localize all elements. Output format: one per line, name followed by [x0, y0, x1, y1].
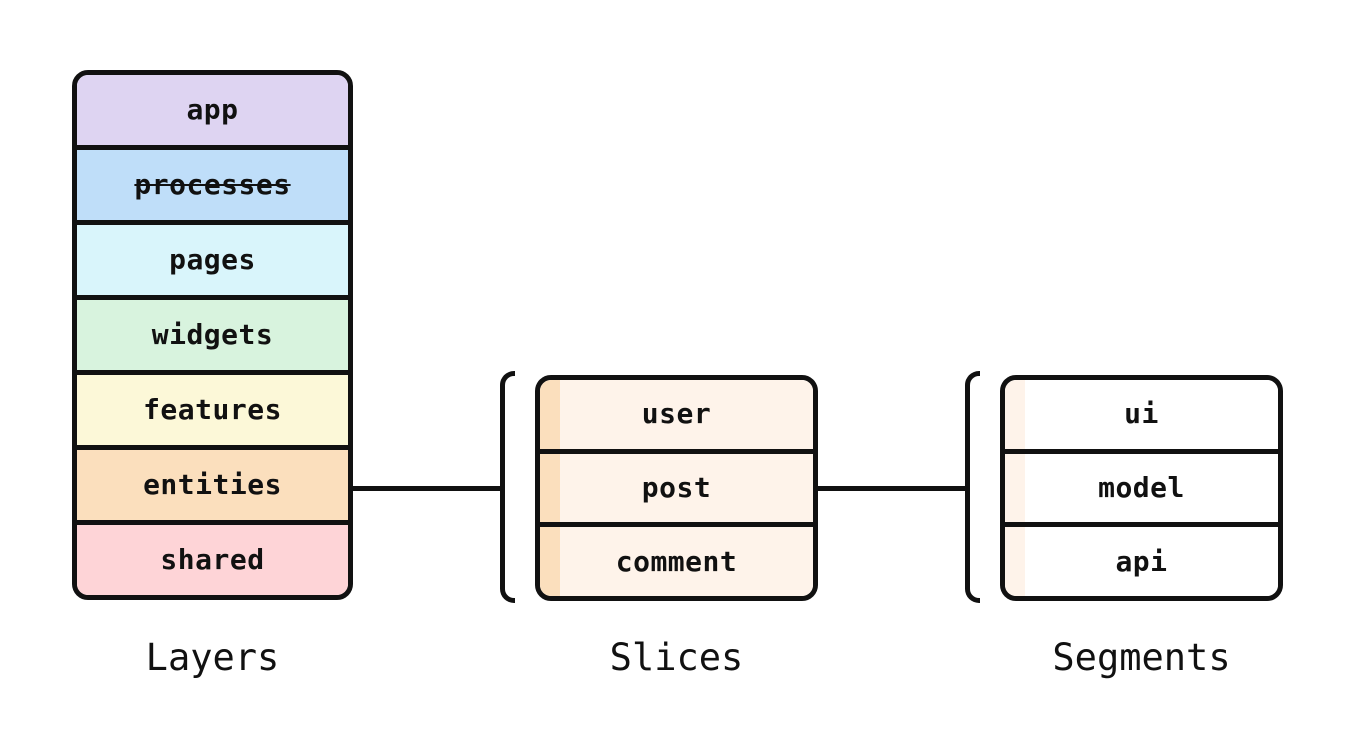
slice-row-user: user — [540, 380, 813, 454]
segments-stack: ui model api — [1000, 375, 1283, 601]
slice-row-comment: comment — [540, 527, 813, 596]
segment-row-ui: ui — [1005, 380, 1278, 454]
layer-row-entities: entities — [77, 450, 348, 525]
segment-row-model: model — [1005, 453, 1278, 528]
layer-row-processes: processes — [77, 150, 348, 225]
segment-row-api: api — [1005, 527, 1278, 596]
slice-row-post: post — [540, 453, 813, 528]
layer-row-shared: shared — [77, 525, 348, 595]
layer-label-shared: shared — [160, 543, 265, 576]
slice-label-user: user — [641, 397, 712, 431]
layer-row-pages: pages — [77, 225, 348, 300]
group-bracket-slices — [500, 371, 515, 603]
layer-label-entities: entities — [143, 468, 282, 501]
layer-label-pages: pages — [169, 243, 256, 276]
connector-line-slices-segments — [816, 486, 967, 491]
layer-row-app: app — [77, 75, 348, 150]
layer-label-widgets: widgets — [151, 318, 274, 351]
layers-stack: app processes pages widgets features ent… — [72, 70, 353, 600]
segment-label-ui: ui — [1124, 397, 1159, 431]
layer-label-processes: processes — [134, 168, 291, 201]
slice-label-post: post — [641, 471, 712, 504]
slice-label-comment: comment — [615, 544, 738, 578]
group-bracket-segments — [965, 371, 980, 603]
slices-stack: user post comment — [535, 375, 818, 601]
connector-line-layers-slices — [352, 486, 502, 491]
layer-label-features: features — [143, 393, 282, 426]
slices-caption: Slices — [609, 636, 744, 679]
layer-label-app: app — [186, 93, 239, 126]
layer-row-widgets: widgets — [77, 300, 348, 375]
layer-row-features: features — [77, 375, 348, 450]
segment-label-model: model — [1098, 471, 1185, 504]
layers-caption: Layers — [145, 636, 280, 679]
segments-caption: Segments — [1052, 636, 1231, 679]
segment-label-api: api — [1115, 544, 1168, 578]
